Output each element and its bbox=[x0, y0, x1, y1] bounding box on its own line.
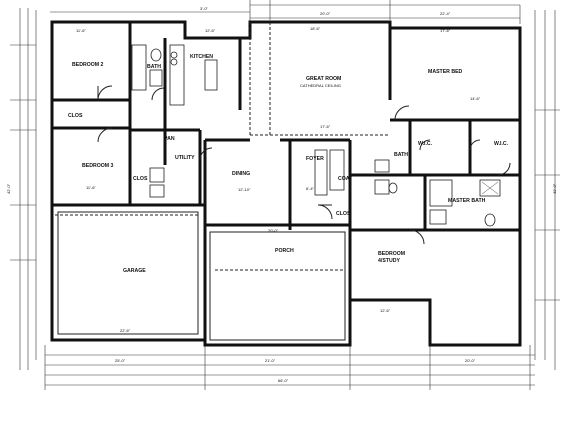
label-great-room: GREAT ROOM bbox=[306, 76, 341, 82]
label-wic-left: W.I.C. bbox=[418, 141, 433, 147]
label-garage: GARAGE bbox=[123, 268, 146, 274]
dim-foyer: 6'-4" bbox=[306, 186, 315, 191]
label-great-room-note: CATHEDRAL CEILING bbox=[300, 83, 341, 88]
dim-bottom-total: 66'-0" bbox=[278, 378, 289, 383]
dim-great-room: 18'-6" bbox=[310, 26, 321, 31]
label-bath2: BATH bbox=[394, 152, 408, 158]
label-master-bath: MASTER BATH bbox=[448, 198, 486, 204]
dim-dining: 12'-10" bbox=[238, 187, 251, 192]
label-utility: UTILITY bbox=[175, 155, 195, 161]
dim-top3: 22'-4" bbox=[440, 11, 451, 16]
label-wic-right: W.I.C. bbox=[494, 141, 509, 147]
label-clos-left: CLOS bbox=[68, 113, 83, 119]
dim-master-depth: 14'-6" bbox=[470, 96, 481, 101]
label-porch: PORCH bbox=[275, 248, 294, 254]
dim-top1: 3'-0" bbox=[200, 6, 209, 11]
label-clos-foyer: CLOS bbox=[336, 211, 351, 217]
dim-top2: 20'-0" bbox=[320, 11, 331, 16]
doors bbox=[97, 85, 511, 245]
dim-bottom3: 20'-0" bbox=[465, 358, 476, 363]
fixtures bbox=[131, 44, 501, 227]
dim-right-total: 42'-0" bbox=[552, 183, 557, 194]
dim-bottom1: 25'-0" bbox=[115, 358, 126, 363]
dim-left-total: 42'-0" bbox=[6, 183, 11, 194]
dim-bedroom2: 11'-6" bbox=[76, 28, 86, 33]
label-pan: PAN bbox=[164, 136, 175, 142]
garage-slab bbox=[57, 211, 346, 341]
label-master-bed: MASTER BED bbox=[428, 69, 463, 75]
dim-bedroom3: 11'-6" bbox=[86, 185, 96, 190]
room-labels: BEDROOM 2 11'-6" BATH KITCHEN 12'-6" GRE… bbox=[68, 26, 509, 333]
label-bedroom4-sub: 4/STUDY bbox=[378, 258, 400, 264]
label-kitchen: KITCHEN bbox=[190, 54, 213, 60]
outer-dimensions: 3'-0" 20'-0" 22'-4" 25'-0" 21'-0" 20'-0"… bbox=[6, 6, 557, 383]
ceiling-lines bbox=[55, 22, 390, 271]
label-bedroom3: BEDROOM 3 bbox=[82, 163, 114, 169]
label-dining: DINING bbox=[232, 171, 250, 177]
label-bedroom4: BEDROOM bbox=[378, 251, 405, 257]
label-bedroom2: BEDROOM 2 bbox=[72, 62, 104, 68]
dim-master: 17'-6" bbox=[440, 28, 451, 33]
dim-bottom2: 21'-0" bbox=[265, 358, 276, 363]
label-clos-bed3: CLOS bbox=[133, 176, 148, 182]
dimension-lines bbox=[10, 0, 560, 390]
dim-garage: 22'-6" bbox=[120, 328, 131, 333]
dim-bedroom4: 12'-6" bbox=[380, 308, 391, 313]
label-coat: COAT bbox=[338, 176, 353, 182]
dim-porch: 20'-0" bbox=[268, 228, 279, 233]
dim-great-room-depth: 17'-6" bbox=[320, 124, 331, 129]
interior-walls bbox=[50, 22, 520, 345]
dim-kitchen: 12'-6" bbox=[205, 28, 216, 33]
label-foyer: FOYER bbox=[306, 156, 324, 162]
label-bath: BATH bbox=[147, 64, 161, 70]
